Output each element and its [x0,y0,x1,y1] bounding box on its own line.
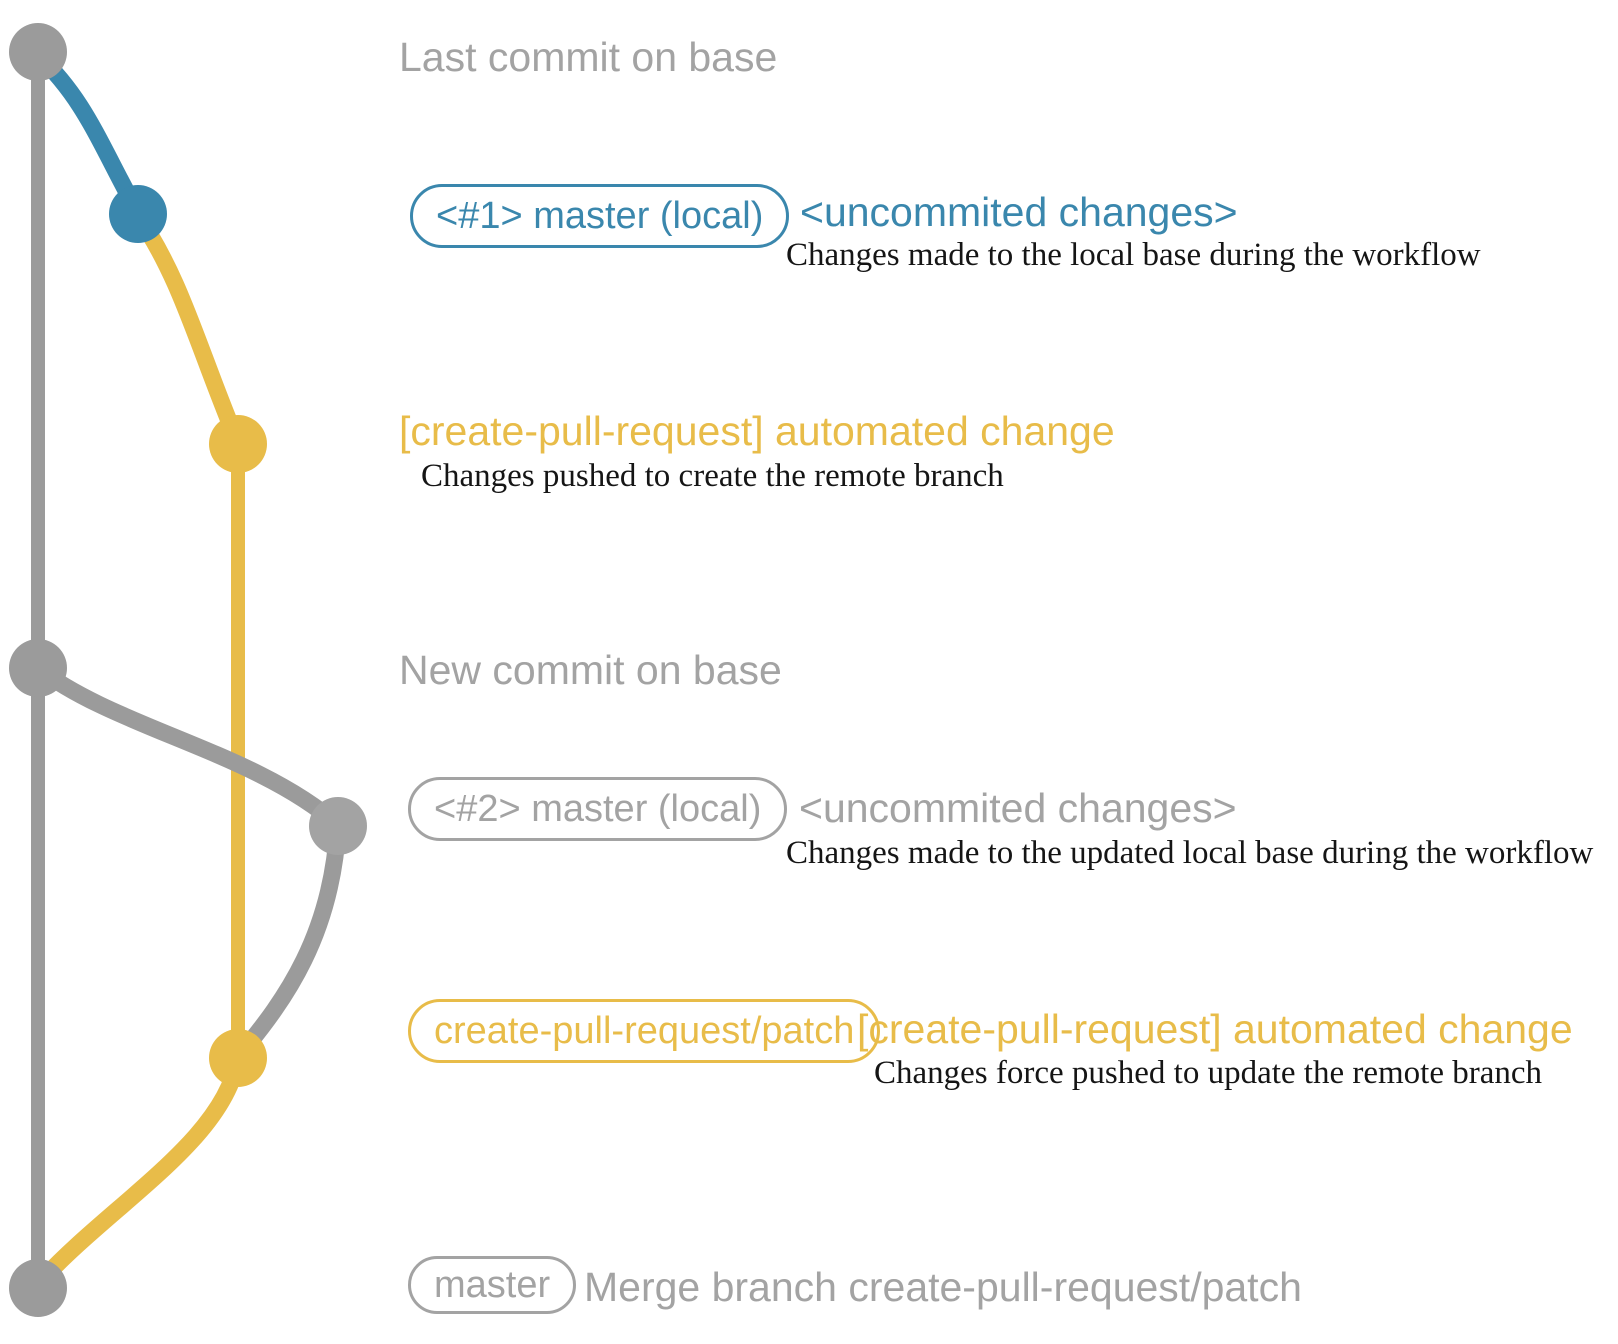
remote-branch-curve-1 [129,207,247,452]
commit-node-remote-1 [209,415,267,473]
commit-node-uncommitted-2 [309,797,367,855]
force-push-curve [233,816,347,1061]
label-last-commit-on-base: Last commit on base [399,34,778,80]
desc-automated-change-1: Changes pushed to create the remote bran… [421,458,1004,494]
desc-uncommitted-changes-1: Changes made to the local base during th… [786,237,1481,273]
commit-node-uncommitted-1 [109,185,167,243]
branch-badge-master-local-1: <#1> master (local) [410,184,790,248]
label-new-commit-on-base: New commit on base [399,647,782,693]
label-automated-change-1: [create-pull-request] automated change [399,408,1115,454]
label-merge-branch: Merge branch create-pull-request/patch [584,1264,1302,1310]
label-uncommitted-changes-1: <uncommited changes> [800,189,1238,235]
label-uncommitted-changes-2: <uncommited changes> [799,785,1237,831]
commit-node-new-base [9,639,67,697]
branch-badge-master-local-2: <#2> master (local) [408,777,788,841]
local-changes-curve-2 [29,659,347,834]
label-automated-change-2: [create-pull-request] automated change [857,1006,1573,1052]
branch-badge-master: master [408,1256,577,1314]
desc-uncommitted-changes-2: Changes made to the updated local base d… [786,835,1594,871]
merge-curve [31,1049,247,1291]
commit-node-merge [9,1259,67,1317]
commit-graph [9,23,367,1317]
desc-automated-change-2: Changes force pushed to update the remot… [874,1055,1543,1091]
branch-badge-create-pull-request-patch: create-pull-request/patch [408,999,881,1063]
commit-node-remote-2 [209,1029,267,1087]
commit-node-last-base [9,23,67,81]
